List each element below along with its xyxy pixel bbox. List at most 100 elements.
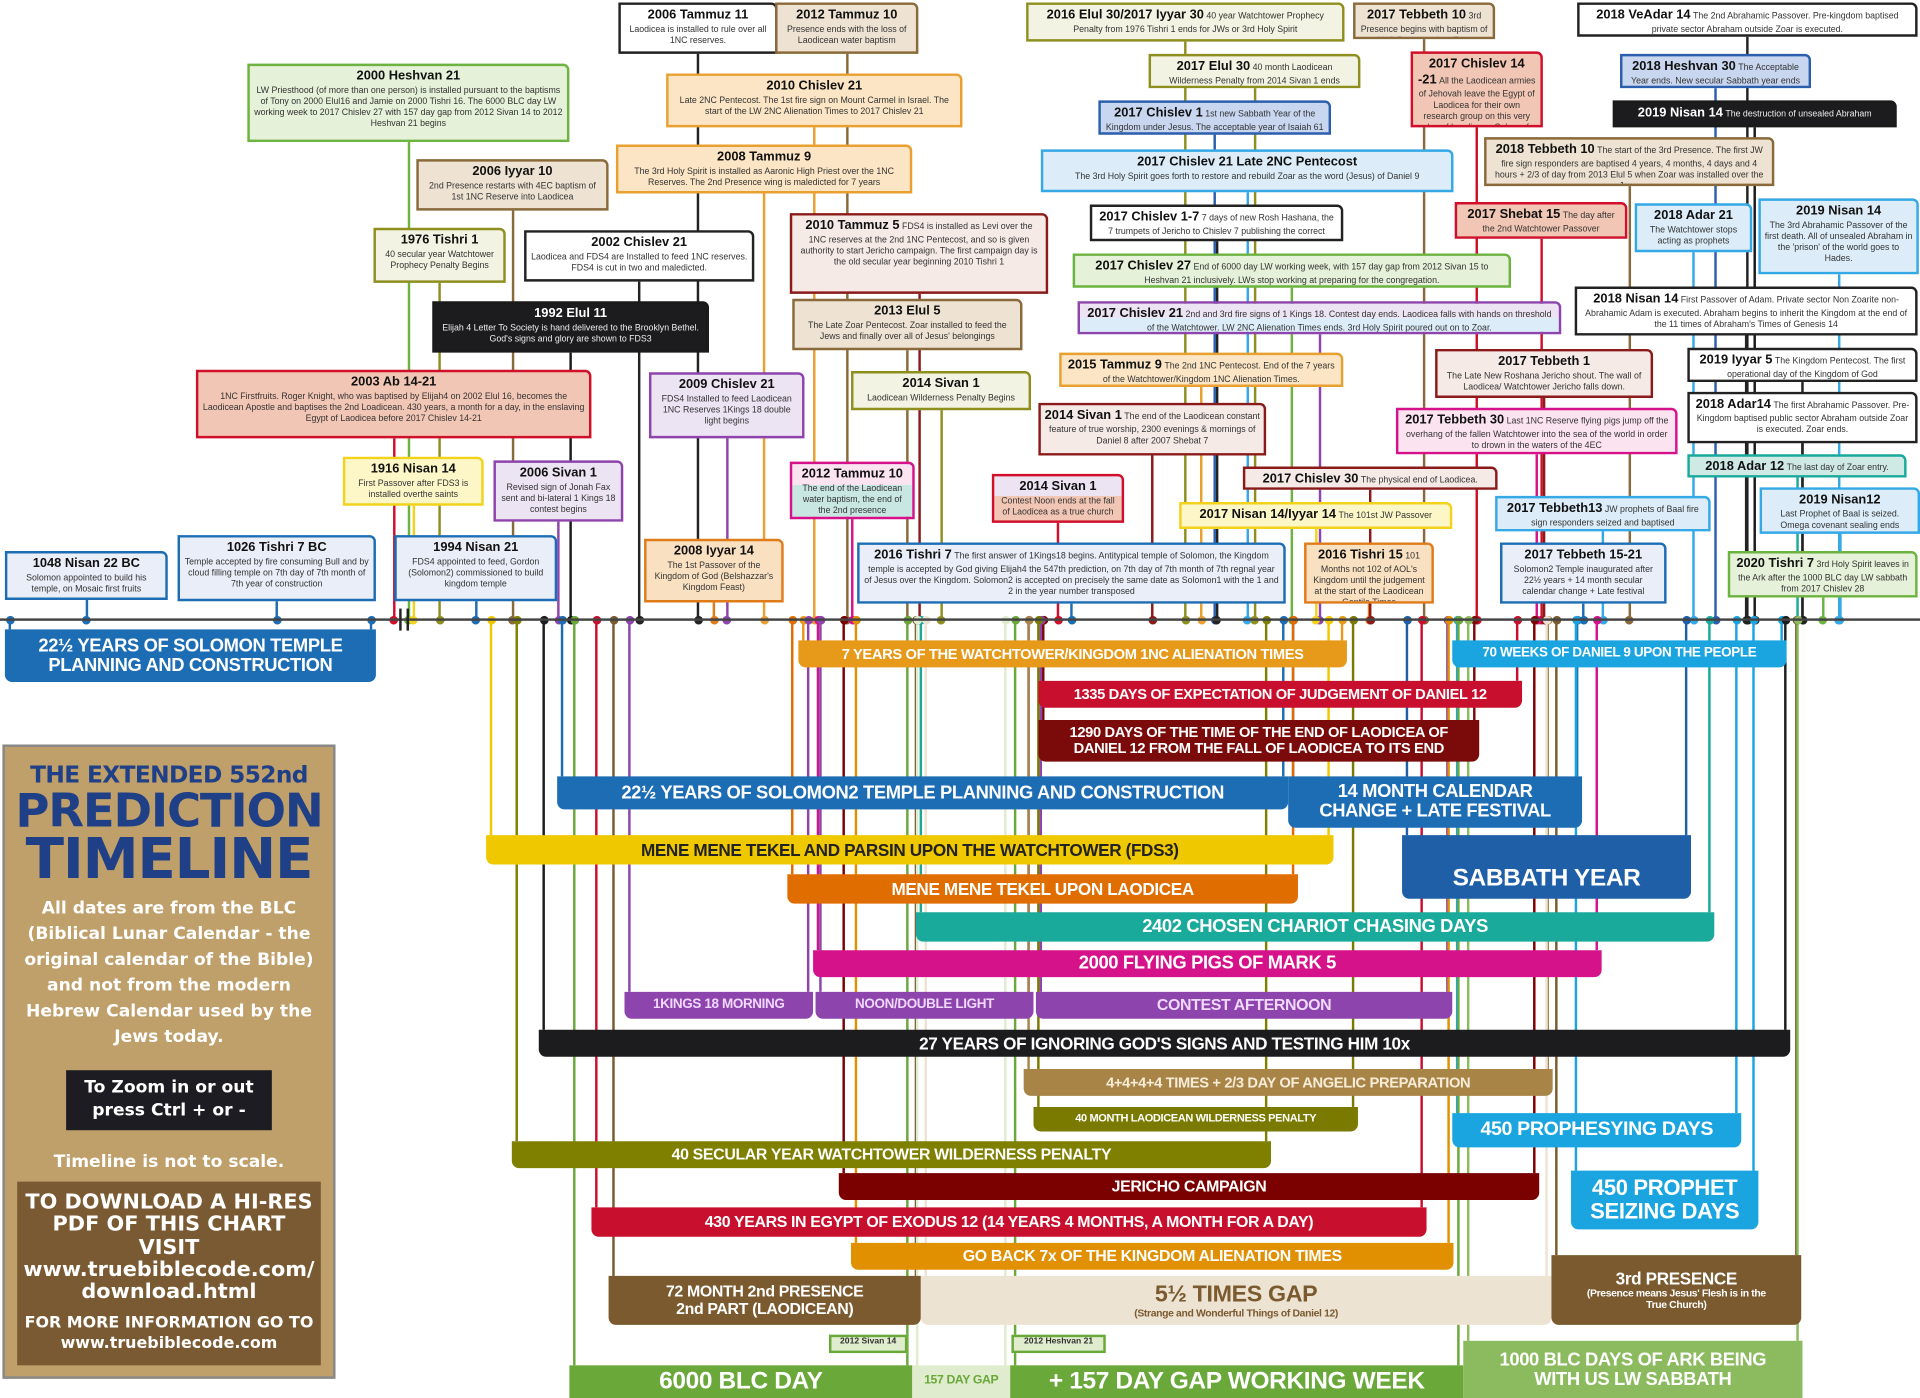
connector-line (1545, 619, 1548, 1276)
event-text: The last day of Zoar entry. (1786, 461, 1889, 473)
bar-label: 40 MONTH LAODICEAN WILDERNESS PENALTY (1075, 1112, 1317, 1125)
event-text: Revised sign of Jonah Fax sent and bi-la… (501, 481, 616, 515)
bar-label: 27 YEARS OF IGNORING GOD'S SIGNS AND TES… (919, 1033, 1410, 1053)
event-text: Laodicean Wilderness Penalty Begins (867, 391, 1015, 404)
connector-line (725, 438, 728, 620)
download-link-text[interactable]: TO DOWNLOAD A HI-RES PDF OF THIS CHART V… (23, 1190, 315, 1305)
connector-line (8, 619, 12, 630)
event-text: 101 Months not 102 of AOL's Kingdom unti… (1313, 549, 1425, 604)
period-bar: 7 YEARS OF THE WATCHTOWER/KINGDOM 1NC AL… (798, 640, 1347, 668)
legend-title: PREDICTION (15, 783, 323, 838)
event-date: 2006 Iyyar 10 (472, 164, 553, 179)
event-date: 2002 Chislev 21 (591, 235, 688, 250)
event-date: 2003 Ab 14-21 (351, 374, 437, 390)
event-text: The Watchtower stops acting as prophets (1649, 224, 1738, 247)
event-text: The first answer of 1Kings18 begins. Ant… (864, 549, 1279, 597)
connector-line (1784, 619, 1787, 1030)
period-bar: 2000 FLYING PIGS OF MARK 5 (813, 950, 1602, 978)
event-text: 2nd and 3rd fire signs of 1 Kings 18. Co… (1146, 308, 1552, 334)
event-date: 2009 Chislev 21 (678, 377, 775, 392)
event-text: 3rd Presence begins with baptism of 1NC … (1360, 9, 1488, 37)
bar-label: 22½ YEARS OF SOLOMON2 TEMPLE PLANNING AN… (621, 781, 1225, 803)
connector-line (438, 282, 441, 620)
connector-line (1796, 619, 1799, 1341)
event-text: The end of the Laodicean water baptism, … (802, 482, 903, 516)
event-text: First Passover of Adam. Private sector N… (1585, 293, 1908, 330)
period-bar: 70 WEEKS OF DANIEL 9 UPON THE PEOPLE (1452, 640, 1787, 668)
event-date: 2014 Sivan 1 (1019, 478, 1097, 494)
bar-label: MENE MENE TEKEL UPON LAODICEA (891, 878, 1194, 899)
bar-label: 70 WEEKS OF DANIEL 9 UPON THE PEOPLE (1482, 645, 1757, 661)
event-text: FDS4 appointed to feed, Gordon (Solomon2… (408, 556, 544, 590)
event-text: The 101st JW Passover (1338, 509, 1432, 521)
event-date: 2017 Shebat 15 (1467, 206, 1561, 222)
event-date: 2019 Iyyar 5 (1699, 352, 1773, 368)
connector-line (85, 600, 88, 620)
bar-label: MENE MENE TEKEL AND PARSIN UPON THE WATC… (640, 839, 1179, 860)
connector-line (813, 127, 816, 620)
connector-line (791, 619, 794, 875)
bar-label: CHANGE + LATE FESTIVAL (1319, 800, 1551, 822)
event-date: 2018 Adar 12 (1705, 459, 1785, 474)
connector-line (924, 619, 927, 1276)
bar-label: 3rd PRESENCE (1615, 1268, 1738, 1289)
legend-title: THE EXTENDED 552nd (30, 761, 308, 789)
event-date: 2016 Tishri 15 (1318, 547, 1403, 563)
connector-line (275, 601, 278, 620)
bar-label: 2402 CHOSEN CHARIOT CHASING DAYS (1142, 916, 1489, 937)
connector-line (612, 619, 615, 1276)
event-date: 2018 Tebbeth 10 (1495, 142, 1595, 157)
event-text: First Passover after FDS3 is installed o… (358, 477, 469, 500)
event-text: End of 6000 day LW working week, with 15… (1144, 260, 1489, 286)
connector-line (1708, 619, 1711, 913)
connector-line (851, 519, 854, 620)
event-date: 2017 Tebbeth 30 (1405, 412, 1505, 428)
event-text: Solomon2 Temple inaugurated after 22½ ye… (1513, 563, 1653, 597)
event-text: The 2nd 1NC Pentecost. End of the 7 year… (1102, 360, 1335, 385)
bar-label: 4+4+4+4 TIMES + 2/3 DAY OF ANGELIC PREPA… (1106, 1073, 1471, 1091)
connector-line (474, 601, 477, 620)
event-text: The Kingdom Pentecost. The first operati… (1727, 355, 1906, 380)
event-text: The destruction of unsealed Abraham (1725, 107, 1872, 119)
event-date: 2017 Tebbeth 15-21 (1524, 547, 1643, 563)
timeline-axis (0, 618, 1920, 621)
bar-label: 72 MONTH 2nd PRESENCE (665, 1282, 864, 1301)
event-text: Last 1NC Reserve flying pigs jump off th… (1406, 415, 1669, 451)
bar-label: PLANNING AND CONSTRUCTION (48, 654, 333, 676)
event-text: Presence ends with the loss of Laodicean… (787, 23, 907, 46)
bar-label: 6000 BLC DAY (659, 1367, 823, 1395)
period-bar: 4+4+4+4 TIMES + 2/3 DAY OF ANGELIC PREPA… (1023, 1068, 1553, 1096)
period-bar: GO BACK 7x OF THE KINGDOM ALIENATION TIM… (851, 1242, 1454, 1270)
event-date: 2016 Elul 30/2017 Iyyar 30 (1046, 7, 1204, 23)
bar-label: 14 MONTH CALENDAR (1337, 781, 1533, 803)
connector-line (1351, 619, 1355, 1107)
event-date: 2017 Chislev 21 (1087, 306, 1184, 321)
bar-label: 450 PROPHET (1592, 1175, 1738, 1201)
more-info-link-text[interactable]: FOR MORE INFORMATION GO TO www.truebible… (24, 1313, 314, 1353)
event-date: 2019 Nisan 14 (1637, 105, 1723, 121)
event-date: 2006 Tammuz 11 (647, 7, 749, 23)
event-text: Late 2NC Pentecost. The 1st fire sign on… (679, 94, 949, 117)
